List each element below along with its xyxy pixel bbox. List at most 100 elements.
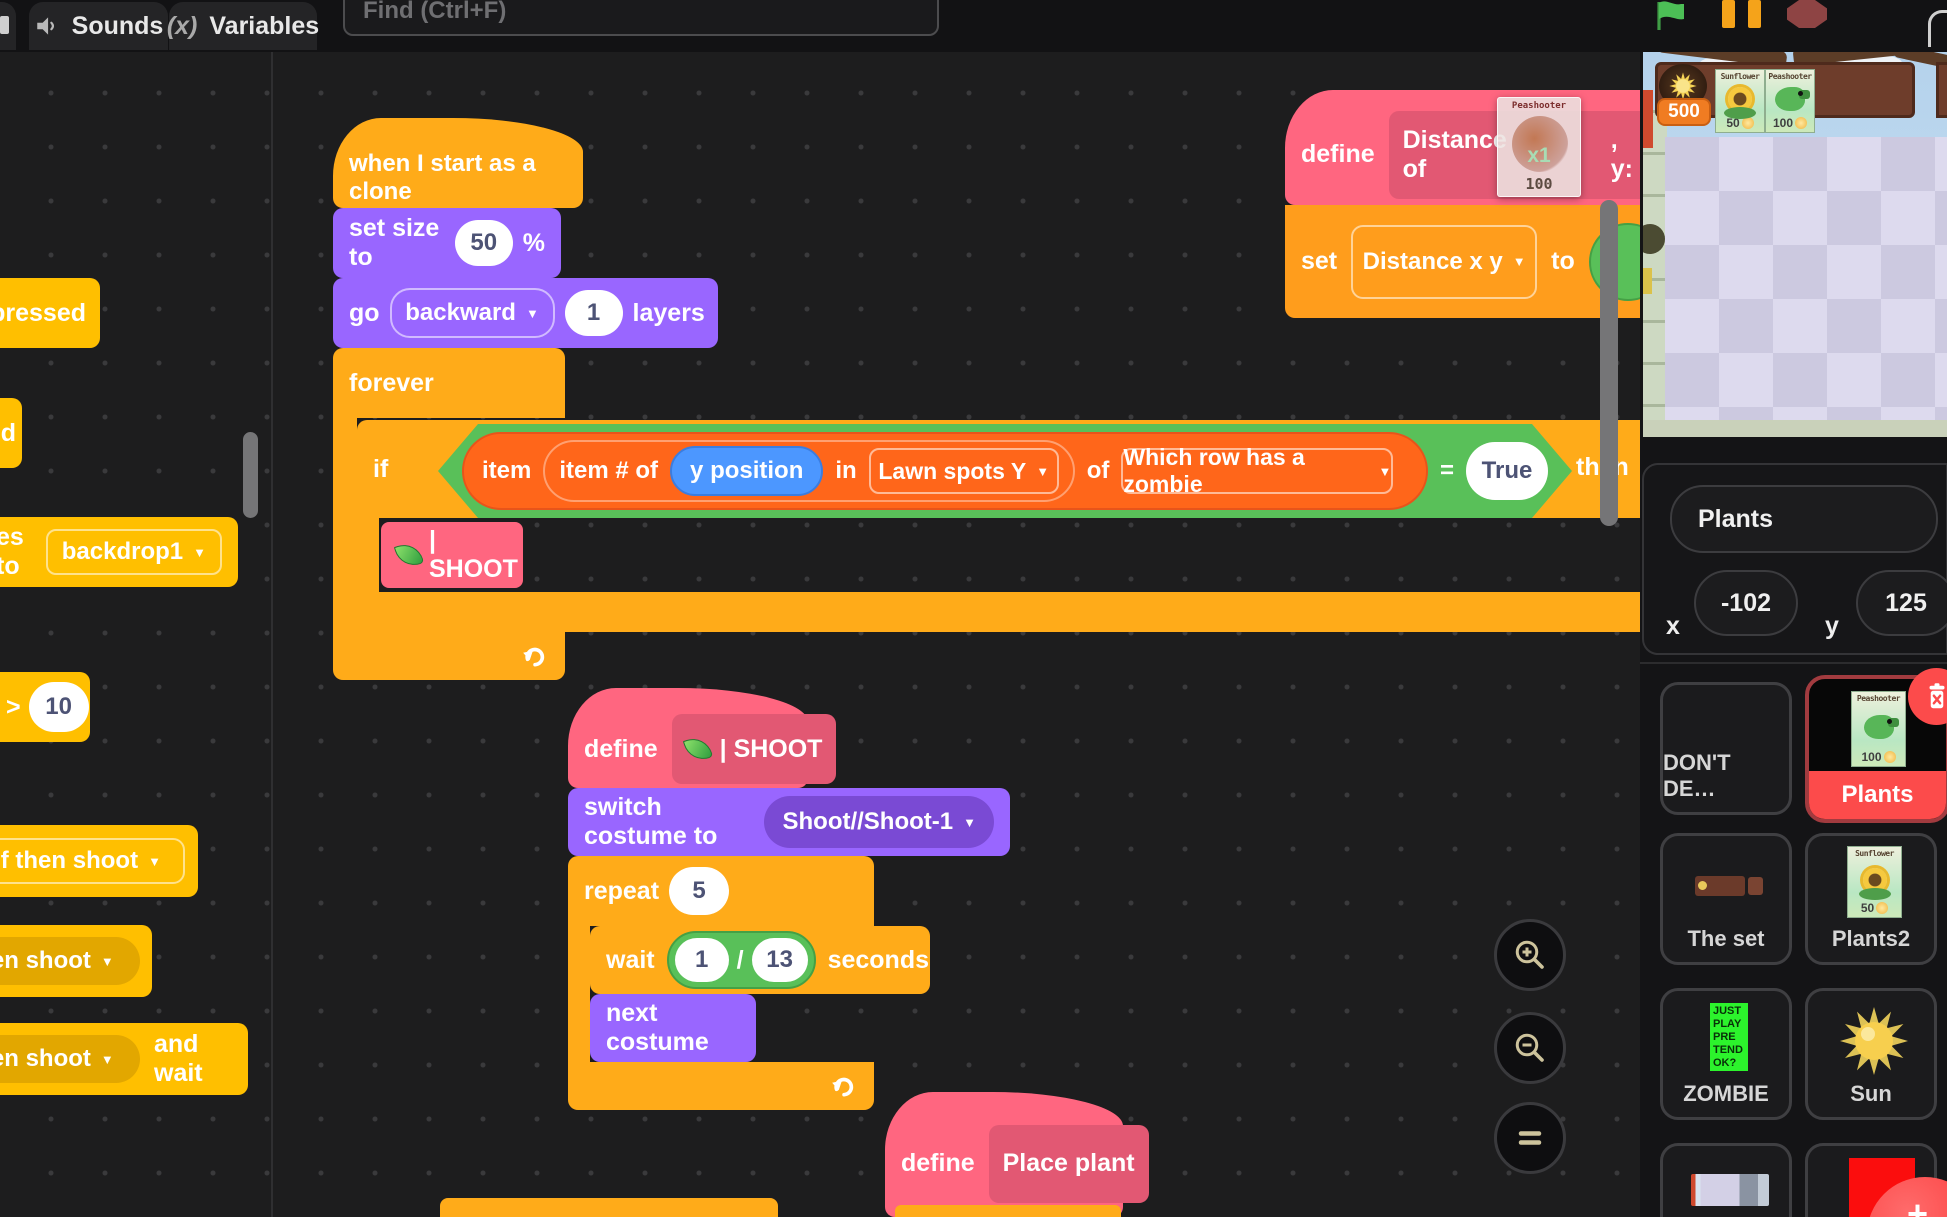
repeat-bottom[interactable] <box>568 1062 874 1110</box>
sprite-tile-backdrop[interactable] <box>1660 1143 1792 1217</box>
leaf-icon <box>682 733 713 765</box>
tab-code-partial[interactable] <box>0 2 16 50</box>
block-next-costume[interactable]: next costume <box>590 994 756 1062</box>
palette-block-clicked[interactable]: d <box>0 398 22 468</box>
block-define-shoot[interactable]: define | SHOOT <box>568 688 837 788</box>
block-label: switch costume to <box>584 793 718 850</box>
block-define-distance[interactable]: define Distance of , y: <box>1285 90 1640 205</box>
denominator-input[interactable]: 13 <box>751 938 808 982</box>
numerator-input[interactable]: 1 <box>674 938 729 982</box>
forever-arm[interactable] <box>333 418 357 632</box>
broadcast-dropdown[interactable]: hen shoot ▼ <box>0 937 140 985</box>
block-workspace[interactable]: pressed d es to backdrop1 ▼ > 10 k if th… <box>0 52 1640 1217</box>
zoom-reset-button[interactable] <box>1494 1102 1566 1174</box>
place-plant-prototype[interactable]: Place plant <box>988 1124 1149 1203</box>
backdrop-dropdown[interactable]: backdrop1 ▼ <box>45 529 222 575</box>
block-partial-bottom-left[interactable] <box>440 1198 778 1217</box>
repeat-arm[interactable] <box>568 926 590 1062</box>
seed-card-peashooter: Peashooter 100 <box>1765 69 1815 133</box>
delete-sprite-button[interactable] <box>1908 668 1947 725</box>
palette-block-broadcast-wait[interactable]: hen shoot ▼ and wait <box>0 1023 248 1095</box>
green-flag-button[interactable] <box>1653 0 1693 30</box>
sprite-tile-the-set[interactable]: The set <box>1660 833 1792 965</box>
peashooter-icon <box>1863 714 1899 739</box>
sun-cost-icon <box>1741 117 1754 129</box>
reporter-y-position[interactable]: y position <box>670 446 823 496</box>
variables-x-icon: (x) <box>166 11 198 40</box>
block-when-start-clone[interactable]: when I start as a clone <box>333 118 583 208</box>
dropdown-arrow-icon: ▼ <box>1036 463 1050 479</box>
palette-block-greater[interactable]: > 10 <box>0 672 90 742</box>
palette-scrollbar[interactable] <box>243 432 258 518</box>
broadcast-dropdown[interactable]: k if then shoot ▼ <box>0 838 185 884</box>
sprite-tile-zombie[interactable]: JUST PLAY PRE TEND OK? ZOMBIE <box>1660 988 1792 1120</box>
sprite-tile-dont-delete[interactable]: DON'T DE… <box>1660 682 1792 815</box>
canvas-scrollbar[interactable] <box>1600 200 1618 526</box>
define-label: define <box>584 734 658 763</box>
condition-value-input[interactable]: True <box>1466 442 1548 500</box>
shoot-prototype[interactable]: | SHOOT <box>671 714 837 784</box>
palette-block-broadcast-1[interactable]: k if then shoot ▼ <box>0 825 198 897</box>
reporter-item-num-of[interactable]: item # of y position in Lawn spots Y ▼ <box>543 440 1074 502</box>
x-position-input[interactable]: -102 <box>1694 570 1798 636</box>
sun-count-badge: 500 <box>1657 98 1711 126</box>
palette-block-backdrop[interactable]: es to backdrop1 ▼ <box>0 517 238 587</box>
seed-card-sunflower: Sunflower 50 <box>1715 69 1765 133</box>
tab-sounds[interactable]: Sounds <box>29 2 168 50</box>
block-set-variable[interactable]: set Distance x y ▼ to <box>1285 205 1640 318</box>
peashooter-image <box>1512 116 1568 172</box>
x-label: x <box>1666 612 1680 640</box>
zoom-in-icon <box>1515 940 1544 969</box>
peashooter-card-thumbnail: Peashooter 100 <box>1851 691 1906 767</box>
zoom-out-button[interactable] <box>1494 1012 1566 1084</box>
sunflower-icon <box>1724 86 1756 119</box>
tab-variables[interactable]: (x) Variables <box>166 2 319 50</box>
broadcast-dropdown-value: hen shoot <box>0 1045 91 1072</box>
sprite-tile-plants2[interactable]: Sunflower 50 Plants2 <box>1805 833 1937 965</box>
sprite-label: DON'T DE… <box>1663 750 1731 801</box>
block-switch-costume[interactable]: switch costume to Shoot//Shoot-1 ▼ <box>568 788 1010 856</box>
sprite-label: The set <box>1687 926 1765 951</box>
block-go-backward[interactable]: go backward ▼ 1 layers <box>333 278 718 348</box>
layer-direction-dropdown[interactable]: backward ▼ <box>389 288 555 338</box>
layers-input[interactable]: 1 <box>564 290 623 336</box>
divide-operator[interactable]: 1 / 13 <box>666 931 816 989</box>
block-define-place-plant[interactable]: define Place plant <box>885 1092 1149 1217</box>
block-forever[interactable]: forever <box>333 348 565 418</box>
size-input[interactable]: 50 <box>454 220 513 266</box>
forever-bottom[interactable] <box>333 632 565 680</box>
block-wait[interactable]: wait 1 / 13 seconds <box>590 926 930 994</box>
sunflower-icon <box>1858 867 1891 900</box>
reporter-item-of-list[interactable]: item item # of y position in Lawn spots … <box>462 432 1428 510</box>
block-set-size[interactable]: set size to 50 % <box>333 208 561 278</box>
costume-dropdown[interactable]: Shoot//Shoot-1 ▼ <box>764 796 994 848</box>
pause-button[interactable] <box>1722 0 1735 28</box>
y-position-input[interactable]: 125 <box>1856 570 1947 636</box>
zoom-in-button[interactable] <box>1494 919 1566 991</box>
find-input[interactable]: Find (Ctrl+F) <box>343 0 939 36</box>
block-repeat[interactable]: repeat 5 <box>568 856 874 926</box>
seed-card-cost: 50 <box>1726 116 1740 130</box>
condition-equals[interactable]: item item # of y position in Lawn spots … <box>438 424 1572 518</box>
pause-button-bar2[interactable] <box>1748 0 1761 28</box>
sprite-tile-sun[interactable]: Sun <box>1805 988 1937 1120</box>
sprite-name-input[interactable]: Plants <box>1670 485 1938 553</box>
if-bottom[interactable] <box>357 592 1640 632</box>
palette-block-broadcast-2[interactable]: hen shoot ▼ <box>0 925 152 997</box>
dropdown-arrow-icon: ▼ <box>963 814 976 830</box>
drag-card-title: Peashooter <box>1511 101 1567 111</box>
drag-card-value: x1 <box>1527 144 1551 167</box>
list-dropdown-zombie-row[interactable]: Which row has a zombie ▼ <box>1121 448 1393 494</box>
greater-value-input[interactable]: 10 <box>28 682 89 732</box>
repeat-count-input[interactable]: 5 <box>669 867 730 915</box>
if-arm[interactable] <box>357 518 379 592</box>
broadcast-dropdown[interactable]: hen shoot ▼ <box>0 1035 140 1083</box>
variable-dropdown[interactable]: Distance x y ▼ <box>1351 224 1538 299</box>
block-shoot-call[interactable]: | SHOOT <box>381 522 523 588</box>
stop-button[interactable] <box>1787 0 1827 28</box>
palette-block-key-pressed[interactable]: pressed <box>0 278 100 348</box>
block-partial-bottom[interactable] <box>895 1205 1121 1217</box>
tab-sounds-label: Sounds <box>71 11 164 40</box>
list-dropdown-lawn-spots[interactable]: Lawn spots Y ▼ <box>869 448 1059 494</box>
add-sprite-button[interactable]: + <box>1867 1177 1947 1217</box>
